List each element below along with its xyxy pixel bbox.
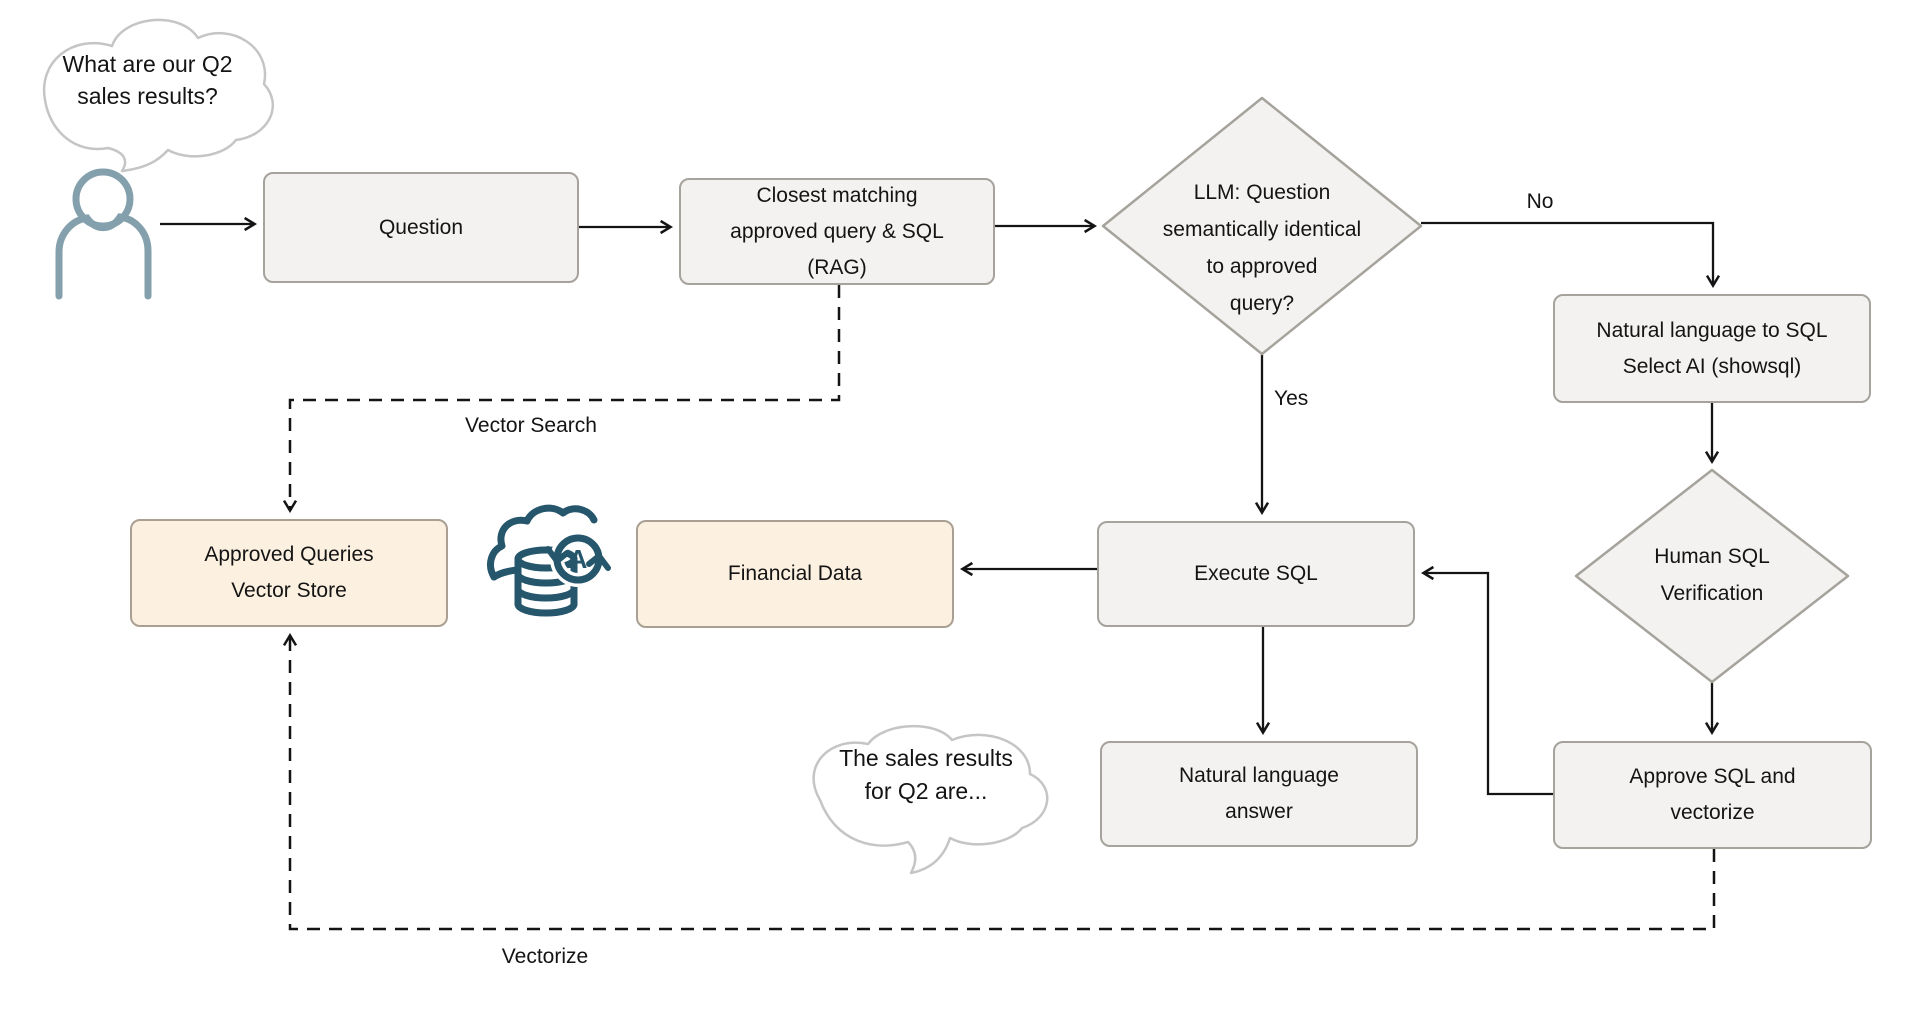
refresh-arrow-left [545,546,570,564]
node-human-verification-label: Human SQL Verification [1654,545,1770,605]
edge-label-no: No [1526,190,1554,213]
node-approve-vectorize: Approve SQL and vectorize [1553,741,1872,849]
node-financial-data-label: Financial Data [727,562,863,585]
cloud-outline [487,504,598,581]
database-bottom [514,600,578,617]
edge-label-vector-search: Vector Search [465,414,597,437]
dashed-edges [282,285,1716,931]
solid-edges [160,216,1721,796]
edge-label-vectorize: Vectorize [501,945,589,968]
edge-no-to-nl-to-sql [1421,221,1721,289]
thought-bubble-text: What are our Q2 sales results? [62,51,233,109]
autonomous-database-letter: A [569,544,588,574]
thought-bubble-outline [42,18,275,173]
user-icon-shoulders [55,213,152,300]
node-nl-answer: Natural language answer [1100,741,1418,847]
node-nl-answer-label: Natural language answer [1179,764,1339,823]
node-closest-match-label: Closest matching approved query & SQL (R… [730,183,944,279]
thought-bubble-shape [42,18,275,173]
refresh-arrow-right [586,553,611,571]
node-execute-sql: Execute SQL [1097,521,1415,627]
autonomous-database-icon: A [487,504,611,617]
speech-bubble-shape [812,724,1049,875]
node-financial-data: Financial Data [636,520,954,628]
node-closest-match: Closest matching approved query & SQL (R… [679,178,995,285]
node-vector-store-label: Approved Queries Vector Store [204,543,374,602]
speech-bubble-outline [812,724,1049,875]
node-llm-check-label: LLM: Question semantically identical to … [1162,181,1362,315]
decision-shapes [1101,96,1850,684]
node-approve-vectorize-label: Approve SQL and vectorize [1629,765,1796,824]
speech-bubble-text: The sales results for Q2 are... [839,745,1013,804]
node-nl-to-sql-label: Natural language to SQL Select AI (shows… [1596,318,1828,378]
user-icon [55,168,152,300]
node-question: Question [263,172,579,283]
edge-label-yes: Yes [1274,387,1309,410]
cloud-bottom [490,566,521,581]
edge-vector-search [282,285,841,514]
edge-vectorize [282,632,1716,931]
decision-human-verification-shape [1574,468,1850,684]
database-ring-2 [514,585,578,602]
node-question-label: Question [378,215,464,239]
node-vector-store: Approved Queries Vector Store [130,519,448,627]
node-execute-sql-label: Execute SQL [1194,562,1318,585]
node-nl-to-sql: Natural language to SQL Select AI (shows… [1553,294,1871,403]
edge-approve-to-execute-sql [1420,565,1553,796]
decision-llm-check-shape [1101,96,1423,356]
